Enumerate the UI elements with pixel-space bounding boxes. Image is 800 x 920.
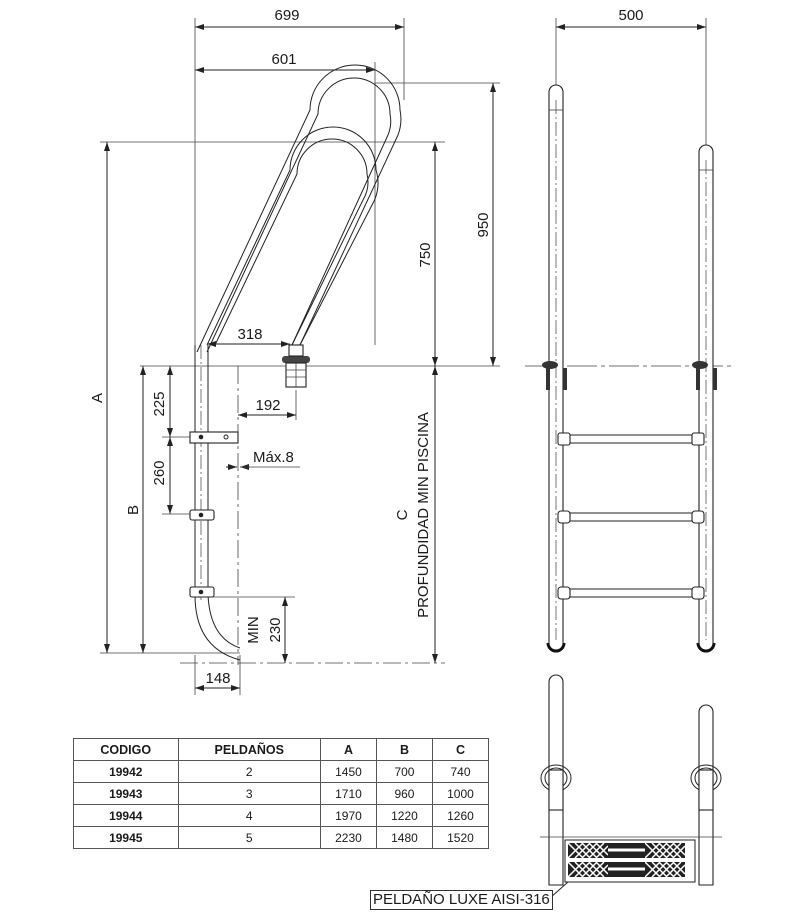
cell-c: 740: [431, 760, 490, 783]
table-row: 19942 2 1450 700 740: [73, 760, 490, 783]
cell-b: 700: [375, 760, 433, 783]
cell-code: 19945: [73, 826, 179, 849]
col-codigo: CODIGO: [73, 738, 179, 761]
dim-anchor-spacing: 318: [237, 326, 262, 343]
cell-c: 1520: [431, 826, 490, 849]
dim-bottom-clearance: 230: [267, 617, 284, 642]
dim-wall-gap: Máx.8: [253, 449, 294, 466]
dim-depth-label: C: [394, 509, 411, 520]
col-peldanos: PELDAÑOS: [177, 738, 321, 761]
dim-min-label: MIN: [245, 616, 262, 644]
dim-total-height: A: [89, 393, 106, 403]
dim-first-step: 225: [151, 391, 168, 416]
table-row: 19945 5 2230 1480 1520: [73, 826, 490, 849]
table-header-row: CODIGO PELDAÑOS A B C: [73, 738, 490, 761]
dim-submerged: B: [125, 505, 142, 515]
col-c: C: [431, 738, 490, 761]
cell-a: 1450: [319, 760, 377, 783]
cell-code: 19944: [73, 804, 179, 827]
dim-handrail-height: 950: [475, 212, 492, 237]
dim-wall-offset: 192: [255, 397, 280, 414]
table-row: 19943 3 1710 960 1000: [73, 782, 490, 805]
dim-above-deck: 750: [417, 242, 434, 267]
col-b: B: [375, 738, 433, 761]
cell-code: 19943: [73, 782, 179, 805]
cell-b: 1480: [375, 826, 433, 849]
ladder-side-profile: [189, 64, 402, 661]
cell-steps: 3: [177, 782, 321, 805]
cell-steps: 4: [177, 804, 321, 827]
table-row: 19944 4 1970 1220 1260: [73, 804, 490, 827]
step-callout-label: PELDAÑO LUXE AISI-316: [370, 890, 553, 910]
dim-foot-width: 148: [205, 670, 230, 687]
front-view: 500: [525, 7, 735, 653]
dim-step-spacing: 260: [151, 460, 168, 485]
front-steps: [557, 432, 705, 600]
cell-steps: 2: [177, 760, 321, 783]
cell-a: 1970: [319, 804, 377, 827]
side-view: 699 601 950 750 C PROFUNDIDAD MIN PISCIN…: [89, 7, 500, 695]
cell-steps: 5: [177, 826, 321, 849]
cell-b: 1220: [375, 804, 433, 827]
spec-table: CODIGO PELDAÑOS A B C 19942 2 1450 700 7…: [73, 738, 490, 849]
cell-a: 1710: [319, 782, 377, 805]
cell-c: 1260: [431, 804, 490, 827]
dim-front-width: 500: [618, 7, 643, 24]
cell-a: 2230: [319, 826, 377, 849]
dim-handrail-width: 601: [271, 51, 296, 68]
col-a: A: [319, 738, 377, 761]
depth-caption: PROFUNDIDAD MIN PISCINA: [415, 412, 432, 618]
dim-overall-width: 699: [274, 7, 299, 24]
tread-pattern: [564, 839, 696, 883]
step-detail-view: [540, 674, 722, 899]
cell-code: 19942: [73, 760, 179, 783]
cell-b: 960: [375, 782, 433, 805]
cell-c: 1000: [431, 782, 490, 805]
